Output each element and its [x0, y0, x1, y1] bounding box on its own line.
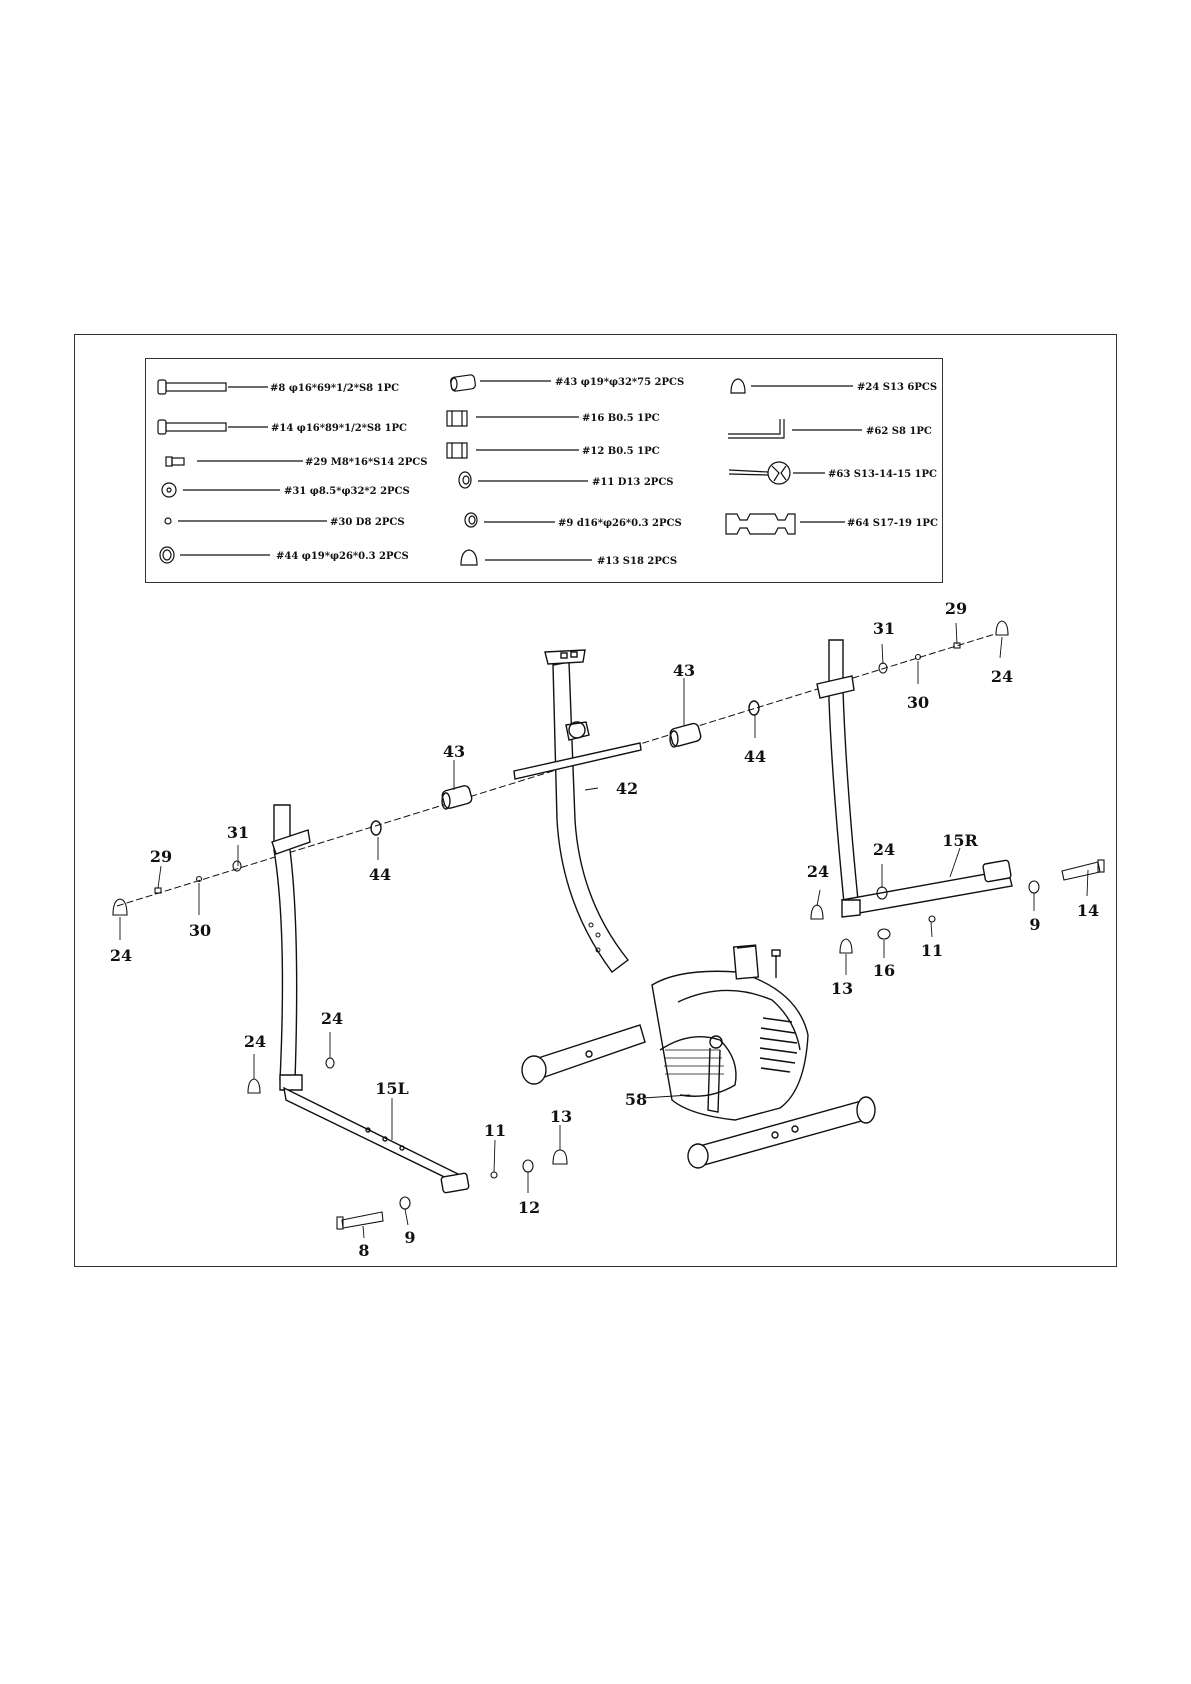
part-label: #63 S13-14-15 1PC: [828, 469, 937, 480]
callout-24: 24: [321, 1009, 343, 1028]
callout-24: 24: [110, 946, 132, 965]
flywheel-housing: [651, 944, 876, 1169]
bushing-icon: [450, 374, 476, 392]
callout-13: 13: [550, 1107, 572, 1126]
callout-42: 42: [616, 779, 638, 798]
part-label: #64 S17-19 1PC: [847, 518, 938, 529]
callout-9: 9: [404, 1228, 415, 1247]
callout-31: 31: [873, 619, 895, 638]
callout-29: 29: [150, 847, 172, 866]
cap-nut-24-left-a: [247, 1078, 261, 1094]
callout-11: 11: [484, 1121, 506, 1140]
part-label: #13 S18 2PCS: [597, 556, 677, 567]
right-upright: [816, 639, 1013, 918]
part-label: #11 D13 2PCS: [592, 477, 674, 488]
center-mast: [521, 649, 646, 1085]
cap-nut-24-far-left: [112, 898, 128, 916]
spring-washer-icon: [164, 517, 172, 525]
part-label: #31 φ8.5*φ32*2 2PCS: [284, 486, 410, 497]
callout-12: 12: [518, 1198, 540, 1217]
parts-list: [157, 374, 862, 566]
part-label: #62 S8 1PC: [866, 426, 932, 437]
callout-9: 9: [1029, 915, 1040, 934]
callout-43: 43: [673, 661, 695, 680]
callout-44: 44: [369, 865, 391, 884]
ring-washer-icon: [464, 512, 478, 528]
callout-30: 30: [189, 921, 211, 940]
callout-15l: 15L: [375, 1079, 409, 1098]
callout-15r: 15R: [942, 831, 978, 850]
washer-44-right: [748, 700, 760, 716]
cap-nut-icon: [460, 549, 478, 566]
left-upright: [271, 804, 470, 1194]
cap-nut-icon: [730, 378, 746, 394]
part-label: #8 φ16*69*1/2*S8 1PC: [270, 383, 399, 394]
callout-24: 24: [244, 1032, 266, 1051]
bushing-43-left: [441, 785, 473, 810]
assembly-diagram-frame: [74, 334, 1117, 1267]
part-label: #14 φ16*89*1/2*S8 1PC: [271, 423, 407, 434]
parts-labels-col2: #43 φ19*φ32*75 2PCS #16 B0.5 1PC #12 B0.…: [555, 377, 684, 567]
spring-washer-icon: [458, 471, 472, 489]
part-label: #12 B0.5 1PC: [582, 446, 660, 457]
callout-31: 31: [227, 823, 249, 842]
callout-24: 24: [807, 862, 829, 881]
callout-14: 14: [1077, 901, 1099, 920]
washer-icon: [161, 482, 177, 498]
parts-labels-col3: #24 S13 6PCS #62 S8 1PC #63 S13-14-15 1P…: [828, 382, 938, 529]
callout-16: 16: [873, 961, 895, 980]
assembly-drawing: [112, 620, 1105, 1239]
parts-labels-col1: #8 φ16*69*1/2*S8 1PC #14 φ16*89*1/2*S8 1…: [270, 383, 427, 562]
callout-30: 30: [907, 693, 929, 712]
leader-lines: [119, 622, 1089, 1239]
callout-44: 44: [744, 747, 766, 766]
ring-washer-icon: [159, 546, 175, 564]
fasteners: [112, 620, 1105, 1230]
callout-13: 13: [831, 979, 853, 998]
part-label: #29 M8*16*S14 2PCS: [305, 457, 427, 468]
cap-nut-24-right-a: [810, 904, 824, 920]
multi-wrench-icon: [728, 461, 791, 485]
washer-44-left: [370, 820, 382, 836]
callout-29: 29: [945, 599, 967, 618]
callout-numbers: 29 31 24 30 43 44 43 42 31 29 44 30 24 1…: [110, 599, 1099, 1260]
bushing-43-right: [669, 722, 702, 748]
part-label: #24 S13 6PCS: [857, 382, 937, 393]
callout-8: 8: [358, 1241, 369, 1260]
nut-icon: [446, 410, 468, 427]
allen-key-icon: [728, 419, 785, 439]
bolt-14: [1061, 861, 1101, 881]
part-label: #44 φ19*φ26*0.3 2PCS: [276, 551, 409, 562]
bolt-8: [341, 1211, 384, 1229]
parts-list-box: [145, 358, 943, 583]
cap-nut-24-far-right: [995, 620, 1009, 636]
callout-43: 43: [443, 742, 465, 761]
part-label: #30 D8 2PCS: [330, 517, 405, 528]
callout-24: 24: [873, 840, 895, 859]
callout-58: 58: [625, 1090, 647, 1109]
short-bolt-icon: [165, 456, 185, 467]
spanner-icon: [725, 513, 796, 535]
part-label: #9 d16*φ26*0.3 2PCS: [558, 518, 682, 529]
part-label: #16 B0.5 1PC: [582, 413, 660, 424]
bolt-icon: [157, 419, 227, 435]
callout-11: 11: [921, 941, 943, 960]
bolt-icon: [157, 379, 227, 395]
cross-shaft: [370, 700, 760, 836]
part-label: #43 φ19*φ32*75 2PCS: [555, 377, 684, 388]
nut-icon: [446, 442, 468, 459]
callout-24: 24: [991, 667, 1013, 686]
